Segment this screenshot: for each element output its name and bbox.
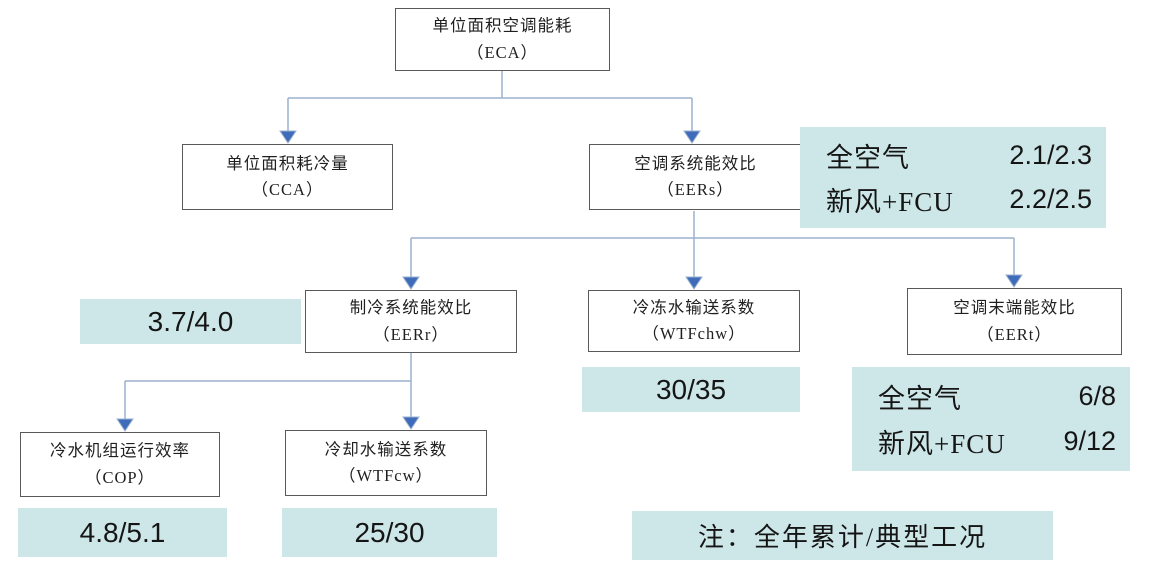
node-cop-abbr: （COP） <box>84 467 156 487</box>
value-row: 新风+FCU 9/12 <box>878 422 1116 461</box>
value-box-wtfchw: 30/35 <box>582 367 800 412</box>
node-eers-abbr: （EERs） <box>657 180 734 199</box>
value-box-eert: 全空气 6/8 新风+FCU 9/12 <box>852 367 1130 471</box>
node-wtfcw-title: 冷却水输送系数 <box>324 439 448 459</box>
value-box-wtfcw: 25/30 <box>282 508 497 557</box>
value-number: 25/30 <box>354 516 425 548</box>
node-cca: 单位面积耗冷量 （CCA） <box>182 144 393 210</box>
legend-note-text: 注：全年累计/典型工况 <box>697 523 988 552</box>
value-number: 30/35 <box>655 373 727 405</box>
value-number: 2.1/2.3 <box>1009 140 1092 170</box>
arrowhead-icon <box>685 276 703 290</box>
node-wtfchw-title: 冷冻水输送系数 <box>632 297 756 317</box>
node-eers: 空调系统能效比 （EERs） <box>589 144 802 210</box>
value-box-cop: 4.8/5.1 <box>18 508 227 557</box>
connector-eerr-children <box>124 352 412 419</box>
value-number: 3.7/4.0 <box>147 305 234 337</box>
arrowhead-icon <box>402 416 420 430</box>
connector-eers-children <box>410 211 1015 277</box>
node-wtfchw: 冷冻水输送系数 （WTFchw） <box>588 290 800 352</box>
arrowhead-icon <box>1005 274 1023 288</box>
value-number: 9/12 <box>1063 426 1116 456</box>
value-label: 新风+FCU <box>826 187 954 217</box>
value-label: 新风+FCU <box>878 429 1006 459</box>
node-eerr-title: 制冷系统能效比 <box>349 298 473 318</box>
node-wtfcw-abbr: （WTFcw） <box>338 466 434 485</box>
node-cca-abbr: （CCA） <box>251 180 324 199</box>
value-box-eerr: 3.7/4.0 <box>80 299 301 344</box>
arrowhead-icon <box>279 130 297 144</box>
node-eca-title: 单位面积空调能耗 <box>432 16 573 36</box>
arrowhead-icon <box>683 130 701 144</box>
node-wtfcw: 冷却水输送系数 （WTFcw） <box>285 430 487 496</box>
value-box-eers: 全空气 2.1/2.3 新风+FCU 2.2/2.5 <box>800 127 1106 228</box>
value-number: 4.8/5.1 <box>79 516 166 548</box>
node-eerr: 制冷系统能效比 （EERr） <box>305 290 517 353</box>
node-eerr-abbr: （EERr） <box>373 324 449 344</box>
node-eert-title: 空调末端能效比 <box>953 298 1076 318</box>
node-eers-title: 空调系统能效比 <box>634 153 757 173</box>
node-cop: 冷水机组运行效率 （COP） <box>20 432 220 497</box>
value-row: 新风+FCU 2.2/2.5 <box>826 180 1092 219</box>
value-row: 全空气 2.1/2.3 <box>826 136 1092 175</box>
arrowhead-icon <box>116 418 134 432</box>
node-eca-abbr: （ECA） <box>467 42 538 62</box>
value-row: 全空气 6/8 <box>878 377 1116 416</box>
value-number: 2.2/2.5 <box>1009 184 1092 214</box>
node-eert: 空调末端能效比 （EERt） <box>907 288 1122 355</box>
legend-note: 注：全年累计/典型工况 <box>632 511 1053 560</box>
value-number: 6/8 <box>1078 381 1116 411</box>
arrowhead-icon <box>402 276 420 290</box>
node-cca-title: 单位面积耗冷量 <box>226 153 349 173</box>
value-label: 全空气 <box>826 143 910 173</box>
node-wtfchw-abbr: （WTFchw） <box>642 324 746 343</box>
value-label: 全空气 <box>878 384 962 414</box>
node-cop-title: 冷水机组运行效率 <box>50 441 190 461</box>
node-eca: 单位面积空调能耗 （ECA） <box>395 8 610 71</box>
node-eert-abbr: （EERt） <box>977 324 1052 344</box>
connector-eca-children <box>287 71 693 131</box>
